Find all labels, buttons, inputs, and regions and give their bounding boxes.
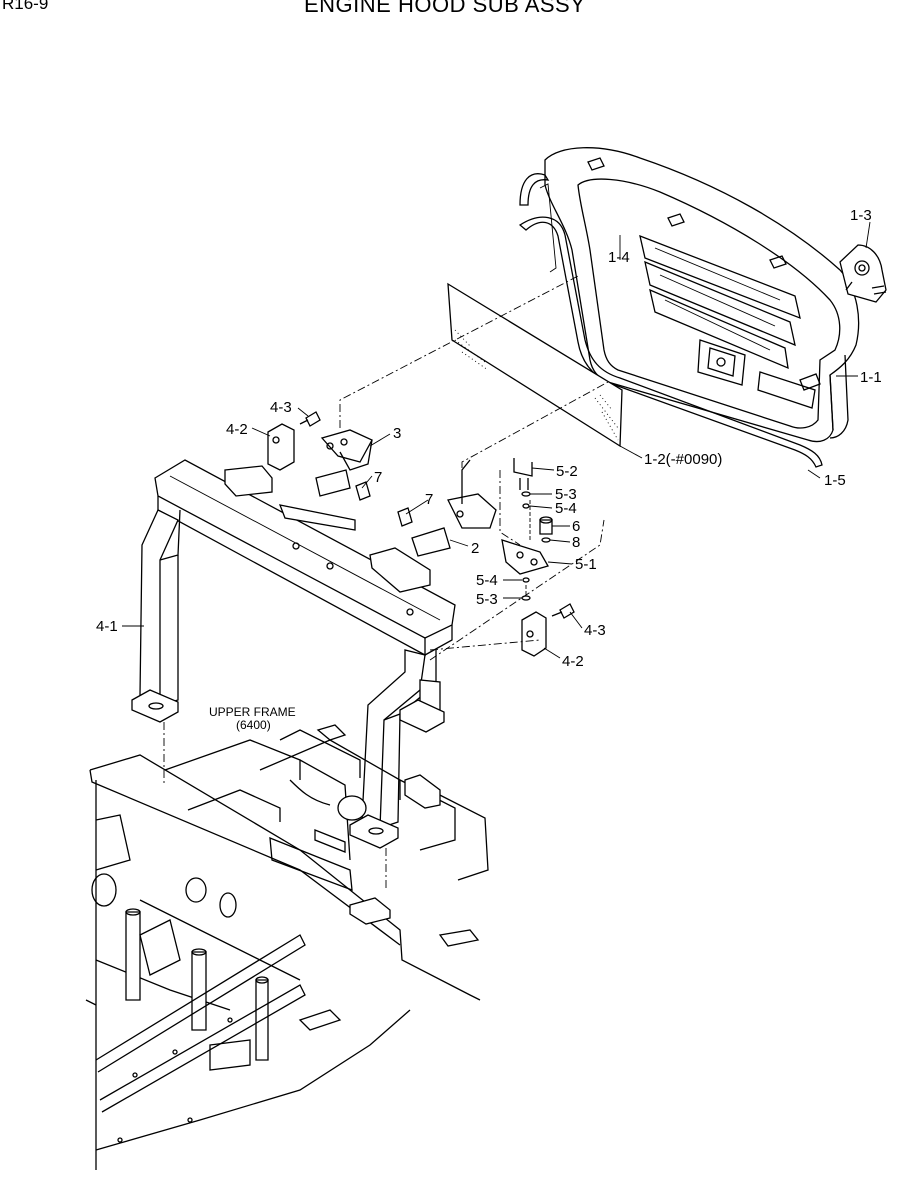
leader-lines [122,221,871,890]
bolt [397,507,413,527]
callout-7-left: 7 [425,491,433,508]
callout-1-1: 1-1 [860,369,882,386]
callout-5-2: 5-2 [556,463,578,480]
callout-3: 3 [393,425,401,442]
hood-latch [839,244,887,303]
frame-bracket [224,423,547,657]
washer [521,491,551,601]
hood-louver [639,234,801,370]
callout-5-3-top: 5-3 [555,486,577,503]
hinge-right [411,459,497,557]
callout-5-1: 5-1 [575,556,597,573]
upper-frame [85,724,489,1170]
page-title: ENGINE HOOD SUB ASSY [304,0,586,17]
upper-frame-code: (6400) [236,718,271,732]
callout-1-3: 1-3 [850,207,872,224]
callout-6: 6 [572,518,580,535]
hood-seal [518,173,823,468]
hinge-left [315,429,373,497]
rubber-stopper [539,516,553,535]
stay-plate [501,539,549,575]
callout-8: 8 [572,534,580,551]
callout-2: 2 [471,540,479,557]
callout-5-4-top: 5-4 [555,500,577,517]
callout-4-3-bottom: 4-3 [584,622,606,639]
callout-5-4-bottom: 5-4 [476,572,498,589]
callout-labels: 1-3 1-4 1-1 1-2(-#0090) 1-5 4-3 4-2 3 7 … [96,207,882,732]
bolt [355,481,371,501]
hood-support-frame [131,459,456,849]
callout-7-right: 7 [374,469,382,486]
callout-4-2-top: 4-2 [226,421,248,438]
callout-4-3-top: 4-3 [270,399,292,416]
hood-lock-recess [697,339,746,386]
callout-4-1: 4-1 [96,618,118,635]
callout-1-5: 1-5 [824,472,846,489]
callout-1-2: 1-2(-#0090) [644,451,722,468]
u-bolt [513,458,533,490]
bolt [299,411,575,619]
upper-frame-label: UPPER FRAME [209,705,296,719]
callout-4-2-bottom: 4-2 [562,653,584,670]
engine-hood [544,147,860,443]
page-code: R16-9 [2,0,49,13]
callout-1-4: 1-4 [608,249,630,266]
callout-5-3-bottom: 5-3 [476,591,498,608]
